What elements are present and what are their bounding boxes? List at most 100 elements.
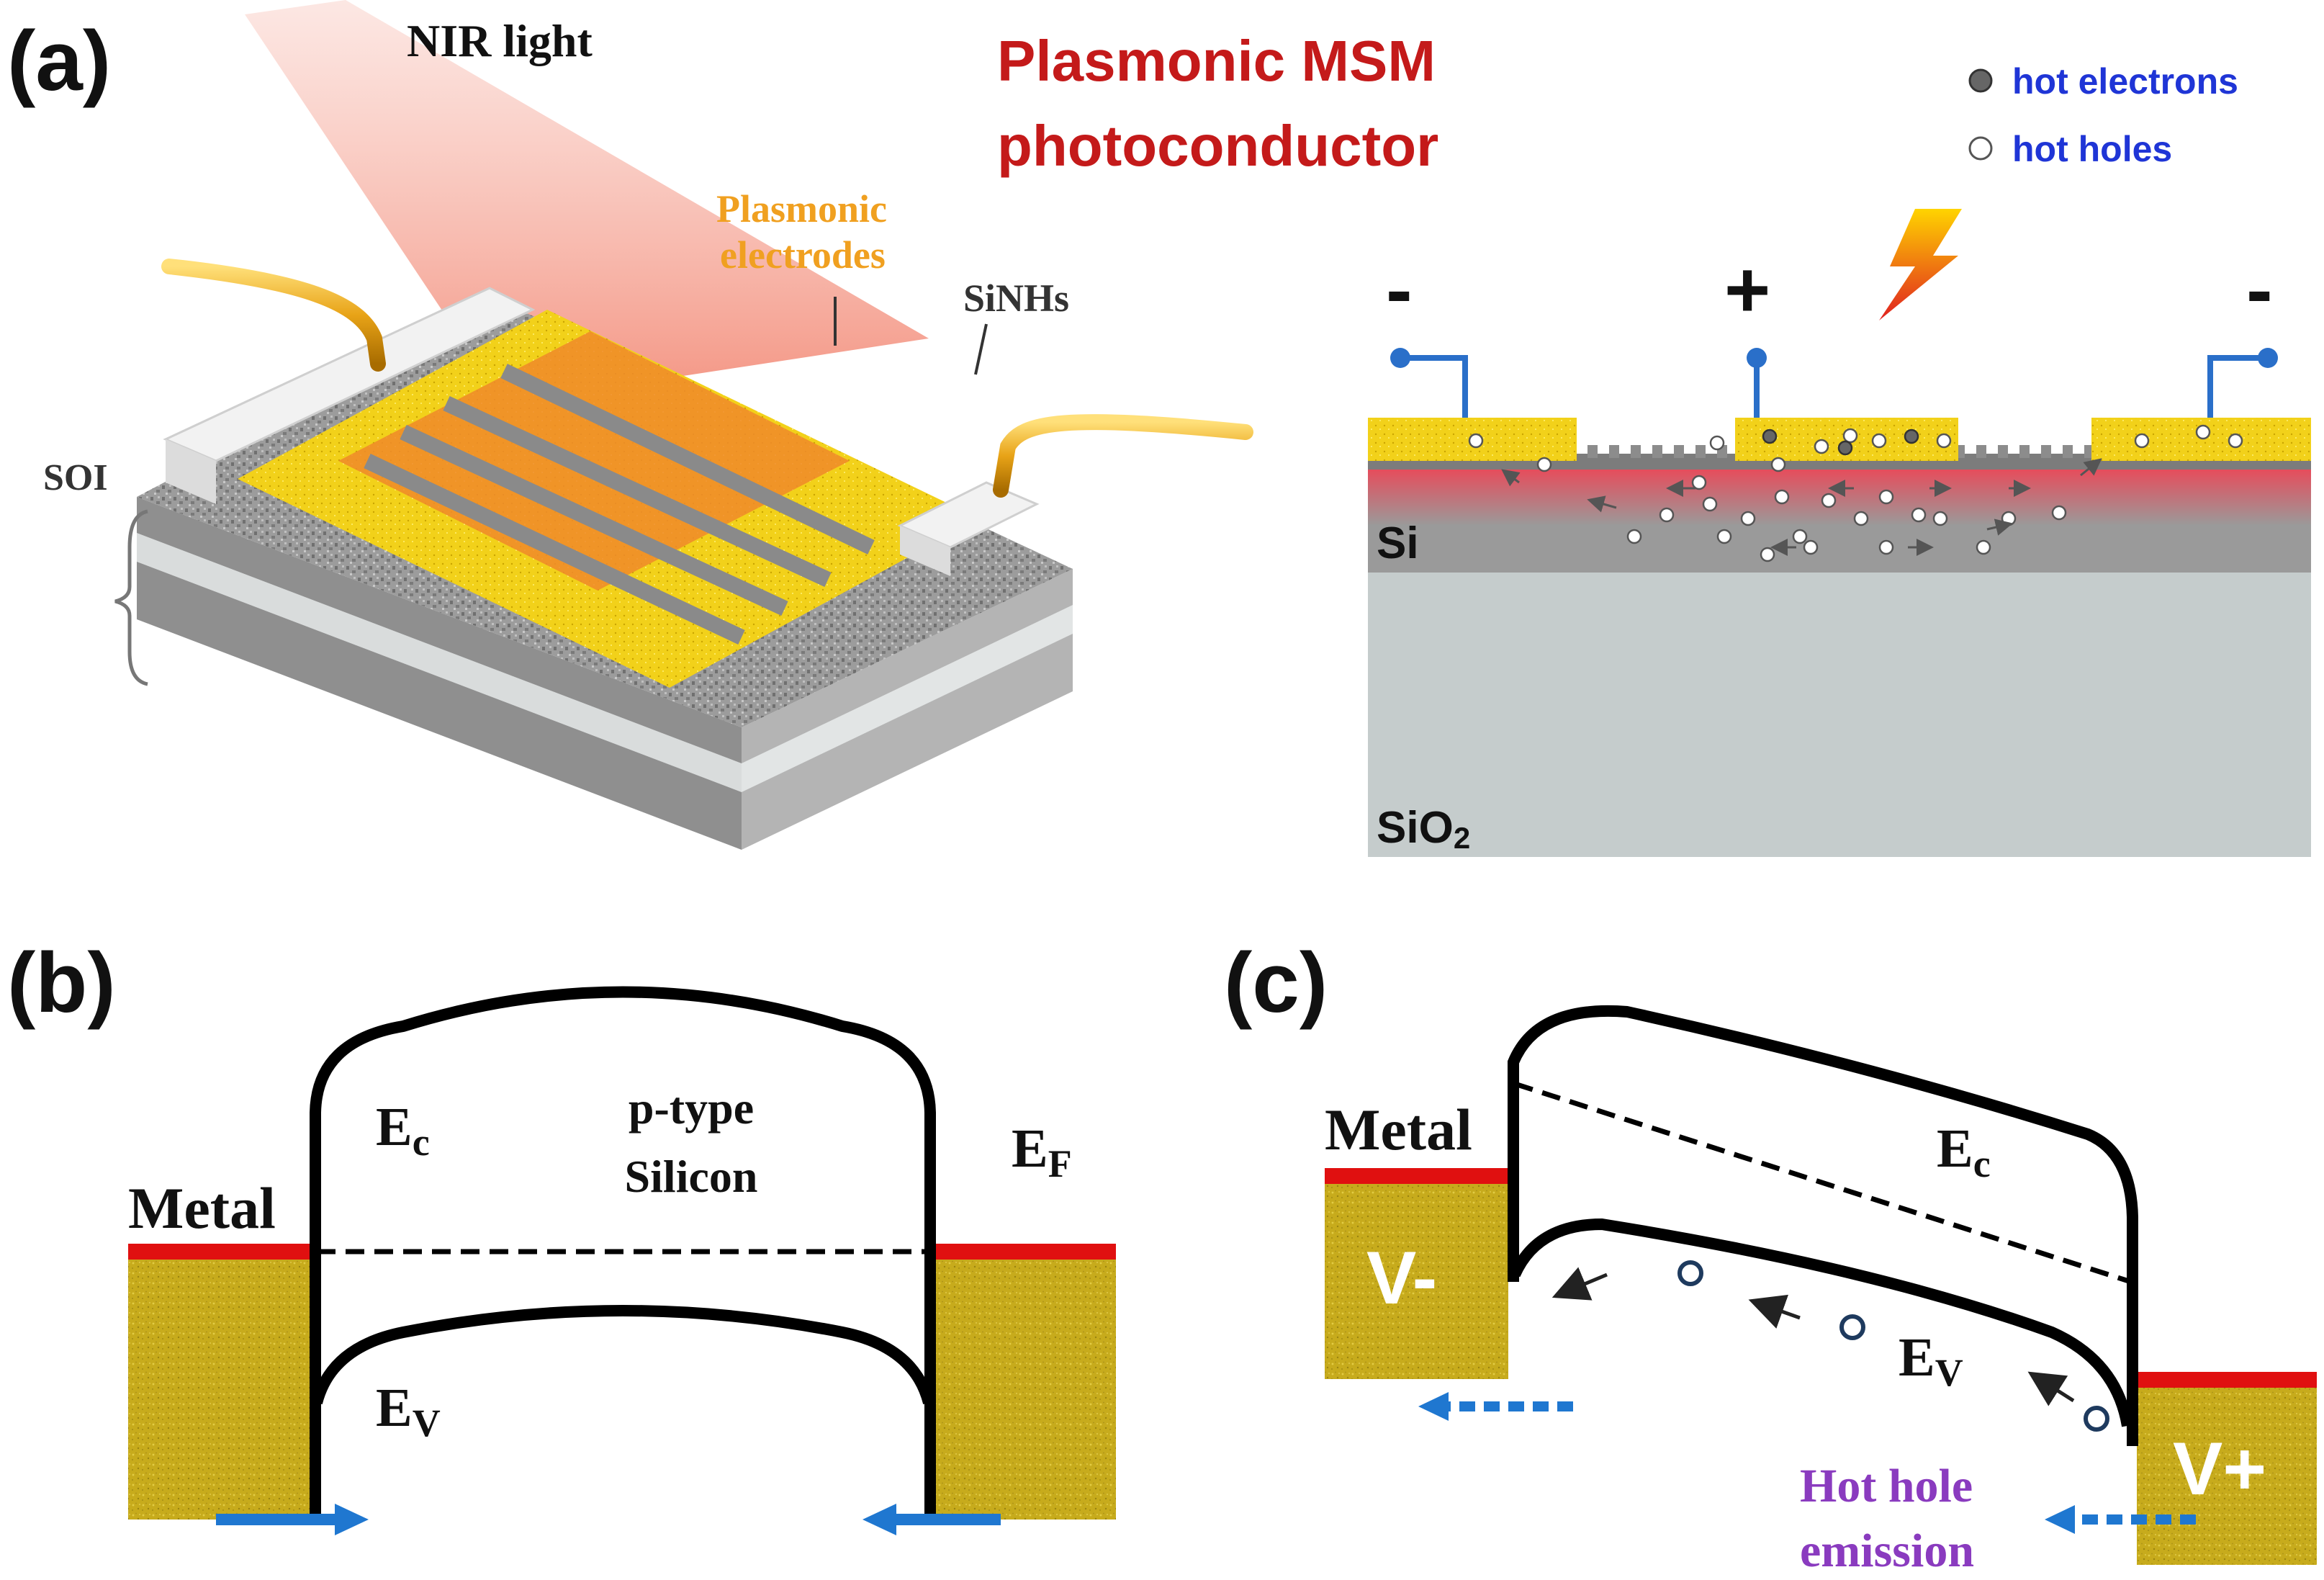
left-carrier-arrow-head xyxy=(335,1504,369,1535)
nanohole-tooth xyxy=(1631,445,1641,458)
si-surface-texture xyxy=(1368,454,2311,470)
panel-c-label: (c) xyxy=(1224,935,1328,1031)
soi-label: SOI xyxy=(43,457,108,498)
device-title-line1: Plasmonic MSM xyxy=(997,29,1436,93)
right-wire xyxy=(993,414,1253,498)
left-fermi-bar xyxy=(128,1244,312,1260)
carrier-drift-arrow xyxy=(1986,519,2013,536)
si-label: Si xyxy=(1377,519,1419,568)
nanohole-tooth xyxy=(1695,445,1706,458)
ec-subscript-c: c xyxy=(1973,1142,1991,1185)
cross-section-hot-hole xyxy=(1976,539,1991,555)
valence-band-curve xyxy=(311,1305,934,1405)
cross-section-hot-hole xyxy=(1702,496,1718,512)
cross-section-hot-hole xyxy=(1716,529,1732,544)
material-label-line1: p-type xyxy=(629,1082,754,1134)
left-pad-side xyxy=(166,439,216,504)
panel-b-label: (b) xyxy=(7,935,116,1031)
device-3d-illustration xyxy=(114,0,1253,850)
nir-light-label: NIR light xyxy=(407,15,593,66)
hot-hole-emission-arrow-head xyxy=(2045,1505,2075,1534)
nanohole-tooth xyxy=(1652,445,1662,458)
right-metal-block xyxy=(932,1257,1116,1520)
hot-hole-2 xyxy=(1839,1314,1865,1340)
cross-section-hot-hole xyxy=(2134,433,2150,449)
cross-section-hot-hole xyxy=(1878,489,1894,505)
sinhs-leader xyxy=(974,323,988,375)
ev-label-c: EV xyxy=(1899,1327,1963,1394)
ev-subscript-b: V xyxy=(413,1401,441,1445)
panel-a-label: (a) xyxy=(7,14,111,109)
polarity-center: + xyxy=(1724,246,1770,334)
nanohole-tooth xyxy=(1976,445,1986,458)
cross-section-hot-hole xyxy=(2228,433,2243,449)
carrier-legend: hot electrons hot holes xyxy=(1968,61,2238,169)
soi-brace xyxy=(114,509,148,686)
drift-arrow-1 xyxy=(1551,1267,1608,1301)
metal-label-c: Metal xyxy=(1325,1097,1472,1162)
hot-hole-1 xyxy=(1677,1260,1703,1286)
ec-label-c: Ec xyxy=(1937,1118,1991,1185)
valence-band-c xyxy=(1509,1218,2133,1427)
cross-section-hot-hole xyxy=(1936,433,1952,449)
plasmonic-electrodes-label-1: Plasmonic xyxy=(716,187,887,230)
right-fermi-bar xyxy=(932,1244,1116,1260)
cross-section-hot-hole xyxy=(1871,433,1887,449)
cross-section-hot-hole xyxy=(1842,428,1858,444)
band-diagram-b xyxy=(128,986,1116,1535)
hot-hole-emission-line2: emission xyxy=(1800,1525,1974,1577)
ec-label-b: Ec xyxy=(376,1097,430,1164)
cross-section-hot-hole xyxy=(1932,511,1948,526)
drift-arrow-3 xyxy=(2027,1371,2075,1406)
cross-section-hot-hole xyxy=(1536,457,1552,472)
nanohole-tooth xyxy=(2041,445,2051,458)
ef-label-b: EF xyxy=(1012,1118,1072,1185)
v-plus-metal-block xyxy=(2137,1385,2317,1565)
plasmonic-electrodes-label-2: electrodes xyxy=(720,233,886,277)
cross-section xyxy=(1368,348,2311,857)
cross-section-hot-hole xyxy=(1878,539,1894,555)
nanohole-tooth xyxy=(1587,445,1598,458)
carrier-drift-arrow xyxy=(1501,469,1521,487)
cross-section-hot-hole xyxy=(1709,435,1725,451)
v-minus-fermi-bar xyxy=(1325,1168,1508,1184)
carrier-dots xyxy=(1468,424,2243,562)
oxide-right-band xyxy=(742,605,1073,792)
lightning-bolt-icon xyxy=(1879,209,1962,320)
cross-section-hot-hole xyxy=(1740,511,1756,526)
cross-section-hot-hole xyxy=(1760,547,1775,562)
drift-arrow-2 xyxy=(1748,1294,1801,1329)
sio2-layer xyxy=(1368,569,2311,857)
nanohole-tooth xyxy=(1674,445,1684,458)
polarity-left: - xyxy=(1386,246,1413,334)
ev-subscript-c: V xyxy=(1935,1351,1963,1394)
right-lead-terminal xyxy=(2258,348,2278,368)
left-lead xyxy=(1400,355,1468,418)
left-wire xyxy=(161,259,386,372)
depletion-glow xyxy=(1368,468,2311,526)
carrier-drift-arrow xyxy=(2080,458,2102,477)
nir-light-beam xyxy=(245,0,929,403)
sio2-label: SiO2 xyxy=(1377,803,1470,855)
v-plus-label: V+ xyxy=(2173,1427,2266,1511)
nanohole-tooth xyxy=(2063,445,2073,458)
cross-section-hot-hole xyxy=(1853,511,1869,526)
conduction-band-c xyxy=(1508,1005,2138,1446)
cross-section-hot-hole xyxy=(1468,433,1484,449)
cross-section-hot-hole xyxy=(1691,475,1707,490)
nanohole-tooth xyxy=(2019,445,2030,458)
hot-hole-emission-line1: Hot hole xyxy=(1800,1460,1973,1512)
cross-section-hot-hole xyxy=(1659,507,1675,523)
ef-subscript-b: F xyxy=(1048,1142,1072,1185)
left-metal-block xyxy=(128,1257,312,1520)
cross-section-hot-hole xyxy=(1774,489,1790,505)
right-pad-side xyxy=(900,526,950,576)
cross-section-hot-hole xyxy=(1770,457,1786,472)
cross-section-hot-electron xyxy=(1904,428,1919,444)
v-minus-label: V- xyxy=(1366,1236,1437,1320)
fermi-level-c xyxy=(1513,1081,2132,1285)
legend-hot-electrons: hot electrons xyxy=(2012,61,2238,102)
device-title-line2: photoconductor xyxy=(997,114,1438,178)
v-minus-emission-arrow-head xyxy=(1418,1392,1449,1421)
